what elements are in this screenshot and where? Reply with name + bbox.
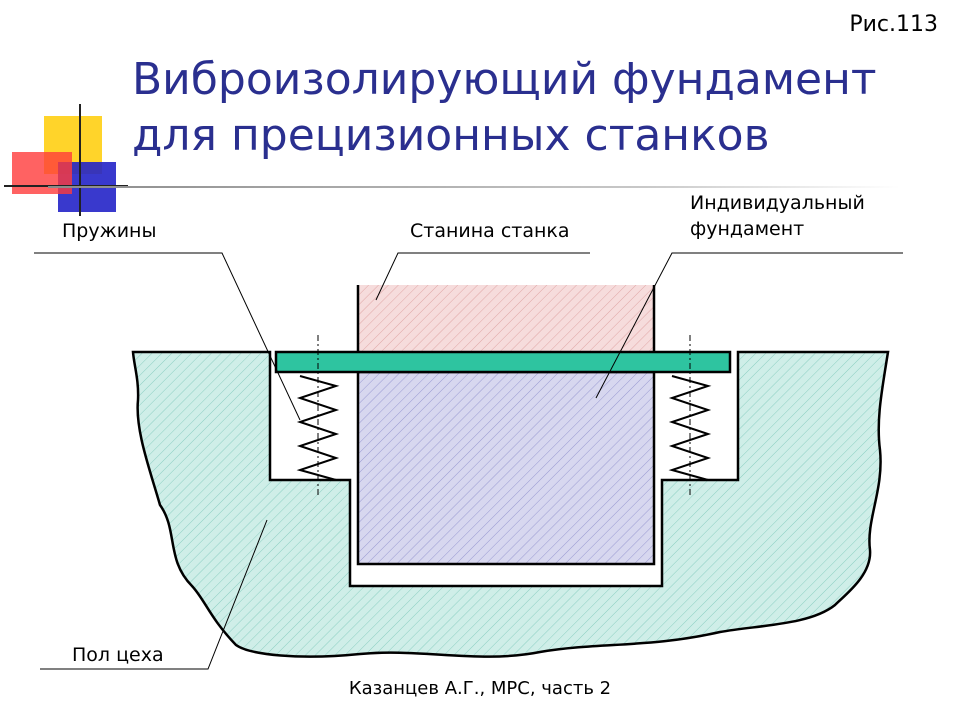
page-title: Виброизолирующий фундамент для прецизион… xyxy=(132,52,877,164)
label-individual-foundation: Индивидуальный фундамент xyxy=(690,190,865,242)
label-springs: Пружины xyxy=(62,220,157,242)
leader-machine-bed xyxy=(375,252,590,301)
support-plate xyxy=(274,350,732,374)
label-individual-foundation-line-1: Индивидуальный xyxy=(690,192,865,214)
right-spring xyxy=(668,375,712,481)
left-spring xyxy=(296,375,340,481)
title-underline xyxy=(48,186,900,188)
leader-shop-floor xyxy=(40,519,268,670)
individual-foundation xyxy=(356,370,656,566)
title-line-1: Виброизолирующий фундамент xyxy=(132,54,877,105)
leader-individual-foundation xyxy=(595,252,903,399)
title-line-2: для прецизионных станков xyxy=(132,110,770,161)
shop-floor xyxy=(131,350,890,658)
label-individual-foundation-line-2: фундамент xyxy=(690,218,805,240)
label-shop-floor: Пол цеха xyxy=(72,644,164,666)
footer-credit: Казанцев А.Г., МРС, часть 2 xyxy=(348,678,612,699)
figure-number: Рис.113 xyxy=(849,12,938,37)
machine-bed xyxy=(358,285,654,353)
leader-springs xyxy=(34,252,301,421)
label-machine-bed: Станина станка xyxy=(410,220,570,242)
